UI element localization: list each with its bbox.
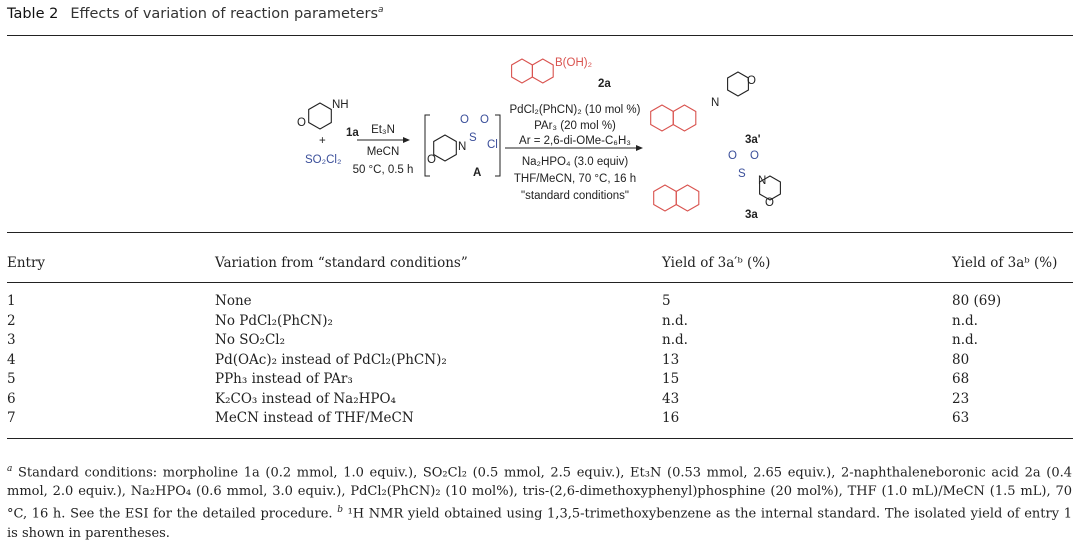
- standard-conditions-label: "standard conditions": [521, 190, 629, 202]
- intermediate-cl: Cl: [487, 139, 498, 151]
- ligand-aryl: Ar = 2,6-di-OMe-C₆H₃: [519, 135, 631, 147]
- table-caption: Table 2 Effects of variation of reaction …: [7, 5, 384, 22]
- naphthalene-ring: [650, 104, 674, 132]
- intermediate-o1: O: [460, 114, 469, 126]
- cell-yield-3a-prime: n.d.: [662, 312, 688, 329]
- naphthalene-ring: [672, 104, 697, 132]
- nh-label: NH: [332, 99, 349, 111]
- cell-yield-3a: 80: [952, 351, 970, 368]
- compound-1a-label: 1a: [346, 127, 359, 139]
- product-ring-o: O: [765, 197, 774, 209]
- cell-entry: 6: [7, 390, 16, 407]
- morpholine-ring: [308, 102, 332, 130]
- cell-yield-3a-prime: 15: [662, 371, 680, 387]
- bracket-left: [424, 114, 430, 177]
- intermediate-n: N: [458, 141, 466, 153]
- intermediate-morpholine-ring: [433, 134, 457, 162]
- reaction-scheme: NH O 1a + SO₂Cl₂ Et₃N MeCN 50 °C, 0.5 h …: [297, 57, 781, 221]
- footnote-a-mark: a: [7, 464, 13, 474]
- compound-3a-label: 3a: [745, 209, 758, 221]
- o-label: O: [297, 117, 306, 129]
- scheme-rule: [7, 232, 1073, 233]
- cell-entry: 1: [7, 293, 16, 309]
- cell-variation: Pd(OAc)₂ instead of PdCl₂(PhCN)₂: [215, 351, 447, 368]
- intermediate-s: S: [469, 132, 477, 144]
- boronic-group: B(OH)₂: [555, 57, 592, 69]
- header-yield-3a: Yield of 3aᵇ (%): [952, 255, 1058, 271]
- compound-3a-prime-label: 3a': [745, 134, 761, 146]
- cell-yield-3a-prime: n.d.: [662, 332, 688, 348]
- product-n: N: [758, 175, 766, 187]
- naphthalene-ring: [653, 184, 677, 212]
- footnotes: a Standard conditions: morpholine 1a (0.…: [7, 460, 1072, 543]
- cell-variation: No PdCl₂(PhCN)₂: [215, 312, 333, 329]
- cell-entry: 3: [7, 332, 16, 348]
- cell-variation: MeCN instead of THF/MeCN: [215, 410, 414, 426]
- header-variation: Variation from “standard conditions”: [215, 255, 468, 271]
- table-title: Effects of variation of reaction paramet…: [70, 5, 379, 22]
- cell-variation: No SO₂Cl₂: [215, 332, 286, 348]
- cell-yield-3a-prime: 13: [662, 351, 680, 368]
- product-morpholine-ring: [759, 175, 781, 201]
- header-entry: Entry: [7, 255, 46, 271]
- step1-reagent: Et₃N: [371, 124, 395, 136]
- cell-variation: PPh₃ instead of PAr₃: [215, 371, 353, 387]
- ligand: PAr₃ (20 mol %): [534, 120, 616, 132]
- intermediate-label: A: [473, 167, 481, 179]
- intermediate-o2: O: [480, 114, 489, 126]
- footnote-b-mark: b: [337, 505, 343, 516]
- plus-sign: +: [319, 135, 326, 147]
- footnote-a: Standard conditions: morpholine 1a (0.2 …: [7, 465, 1072, 522]
- bottom-rule: [7, 438, 1073, 439]
- compound-2a-label: 2a: [598, 78, 611, 90]
- top-rule: [7, 35, 1073, 36]
- cell-yield-3a: 63: [952, 410, 970, 426]
- cell-entry: 2: [7, 312, 16, 329]
- cell-variation: K₂CO₃ instead of Na₂HPO₄: [215, 390, 396, 407]
- step1-conditions: 50 °C, 0.5 h: [353, 164, 414, 176]
- header-yield-3a-prime: Yield of 3a′ᵇ (%): [662, 255, 771, 271]
- table-label: Table 2: [7, 5, 59, 22]
- intermediate-o: O: [427, 154, 436, 166]
- catalyst: PdCl₂(PhCN)₂ (10 mol %): [510, 104, 641, 116]
- step1-solvent: MeCN: [367, 146, 400, 158]
- cell-yield-3a-prime: 43: [662, 390, 680, 407]
- cell-yield-3a: n.d.: [952, 312, 978, 329]
- product-s-o2: O: [750, 150, 759, 162]
- product-amine-n: N: [711, 97, 719, 109]
- cell-yield-3a-prime: 5: [662, 293, 671, 309]
- base: Na₂HPO₄ (3.0 equiv): [522, 156, 628, 168]
- cell-yield-3a: 68: [952, 371, 970, 387]
- naphthalene-ring: [511, 58, 533, 84]
- product-amine-o: O: [747, 75, 756, 87]
- bracket-right: [495, 114, 501, 177]
- cell-yield-3a-prime: 16: [662, 410, 680, 426]
- cell-entry: 7: [7, 410, 16, 426]
- cell-variation: None: [215, 293, 252, 309]
- cell-yield-3a: 23: [952, 390, 970, 407]
- product-morpholine-ring: [727, 71, 749, 97]
- cell-entry: 5: [7, 371, 16, 387]
- product-s: S: [738, 168, 746, 180]
- cell-yield-3a: 80 (69): [952, 293, 1002, 309]
- naphthalene-ring: [675, 184, 700, 212]
- cell-yield-3a: n.d.: [952, 332, 978, 348]
- cell-entry: 4: [7, 351, 16, 368]
- so2cl2-label: SO₂Cl₂: [305, 154, 341, 166]
- footnote-mark: a: [378, 5, 384, 15]
- header-rule: [7, 282, 1073, 283]
- product-s-o1: O: [728, 150, 737, 162]
- step2-conditions: THF/MeCN, 70 °C, 16 h: [514, 173, 636, 185]
- naphthalene-ring: [531, 58, 554, 84]
